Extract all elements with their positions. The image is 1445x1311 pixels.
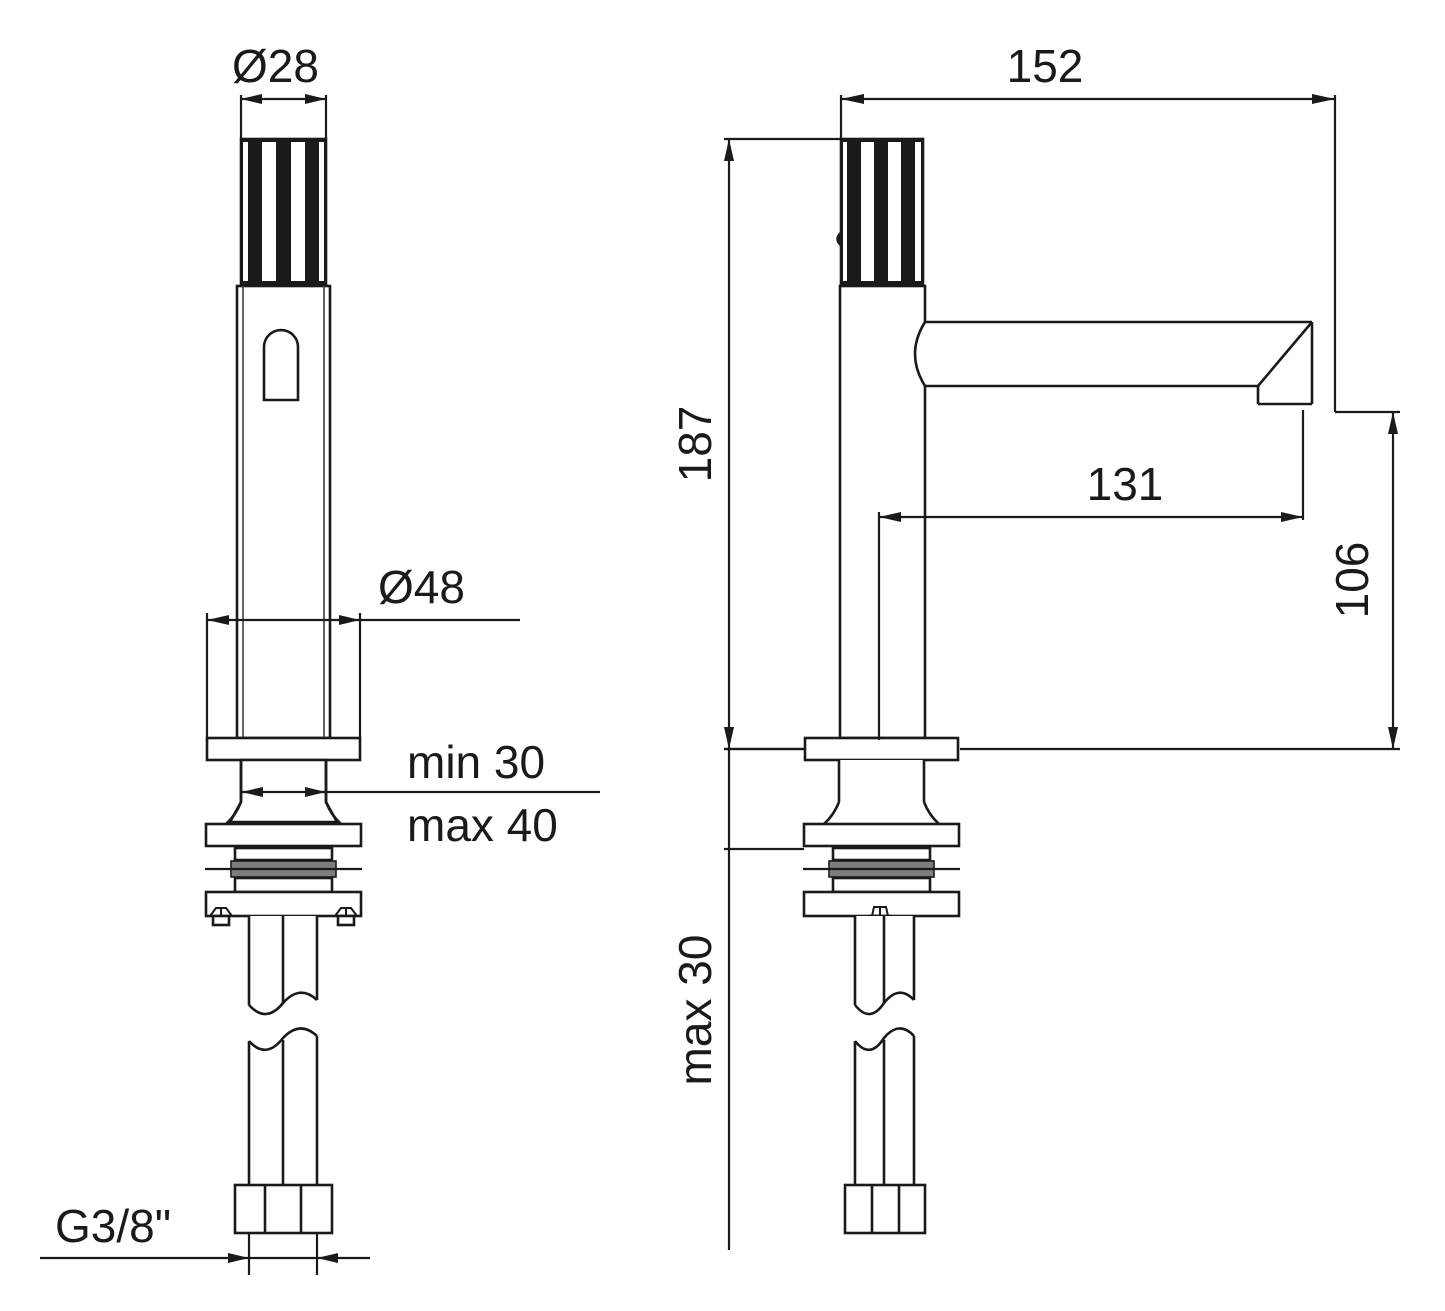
side-view-escutcheon xyxy=(802,822,961,848)
side-view-mounting-plate xyxy=(802,890,961,928)
dimension-thickness-max-label: max 40 xyxy=(407,799,558,851)
dimension-thread-size: G3/8" xyxy=(40,1200,370,1275)
side-view-column xyxy=(838,284,927,740)
front-view-screw-left xyxy=(209,907,233,927)
side-view-spout xyxy=(913,320,1314,406)
front-view-escutcheon xyxy=(204,822,363,848)
dimension-overall-height-label: 187 xyxy=(669,406,721,483)
dimension-overall-height: 187 xyxy=(669,137,841,751)
dimension-handle-diameter: Ø28 xyxy=(232,40,328,139)
front-view xyxy=(204,137,363,1235)
front-view-shank-lower xyxy=(247,1027,319,1185)
front-view-mounting-plate xyxy=(204,890,363,927)
dimension-handle-diameter-label: Ø28 xyxy=(232,40,319,92)
dimension-base-diameter: Ø48 xyxy=(205,561,520,742)
dimension-overall-width-label: 152 xyxy=(1007,40,1084,92)
dimension-thread-size-label: G3/8" xyxy=(55,1200,171,1252)
side-view-shank-upper xyxy=(853,916,916,1016)
dimension-spout-reach: 131 xyxy=(877,410,1305,740)
front-view-gasket-stack xyxy=(205,846,362,894)
dimension-tail-max: max 30 xyxy=(669,747,805,1250)
dimension-counter-thickness: min 30 max 40 xyxy=(239,736,600,851)
side-view-shank-lower xyxy=(853,1027,916,1185)
dimension-spout-height-label: 106 xyxy=(1326,542,1378,619)
dimension-spout-height: 106 xyxy=(960,410,1400,751)
dimension-thickness-min-label: min 30 xyxy=(407,736,545,788)
front-view-screw-right xyxy=(334,907,358,927)
side-view-base-flange xyxy=(803,736,960,762)
front-view-shank-upper xyxy=(247,916,319,1016)
side-view-gasket-stack xyxy=(803,846,960,894)
side-view-hex-nut xyxy=(843,1183,927,1235)
dimension-base-diameter-label: Ø48 xyxy=(378,561,465,613)
front-view-handle xyxy=(239,137,328,286)
dimension-spout-reach-label: 131 xyxy=(1087,458,1164,510)
front-view-button-detail xyxy=(262,328,300,402)
side-view xyxy=(802,137,1314,1235)
side-view-handle xyxy=(836,137,925,286)
front-view-hex-nut xyxy=(233,1183,334,1235)
dimension-overall-width: 152 xyxy=(839,40,1337,412)
side-view-neck xyxy=(823,760,940,825)
front-view-base-flange xyxy=(205,736,362,762)
dimension-tail-max-label: max 30 xyxy=(669,935,721,1086)
